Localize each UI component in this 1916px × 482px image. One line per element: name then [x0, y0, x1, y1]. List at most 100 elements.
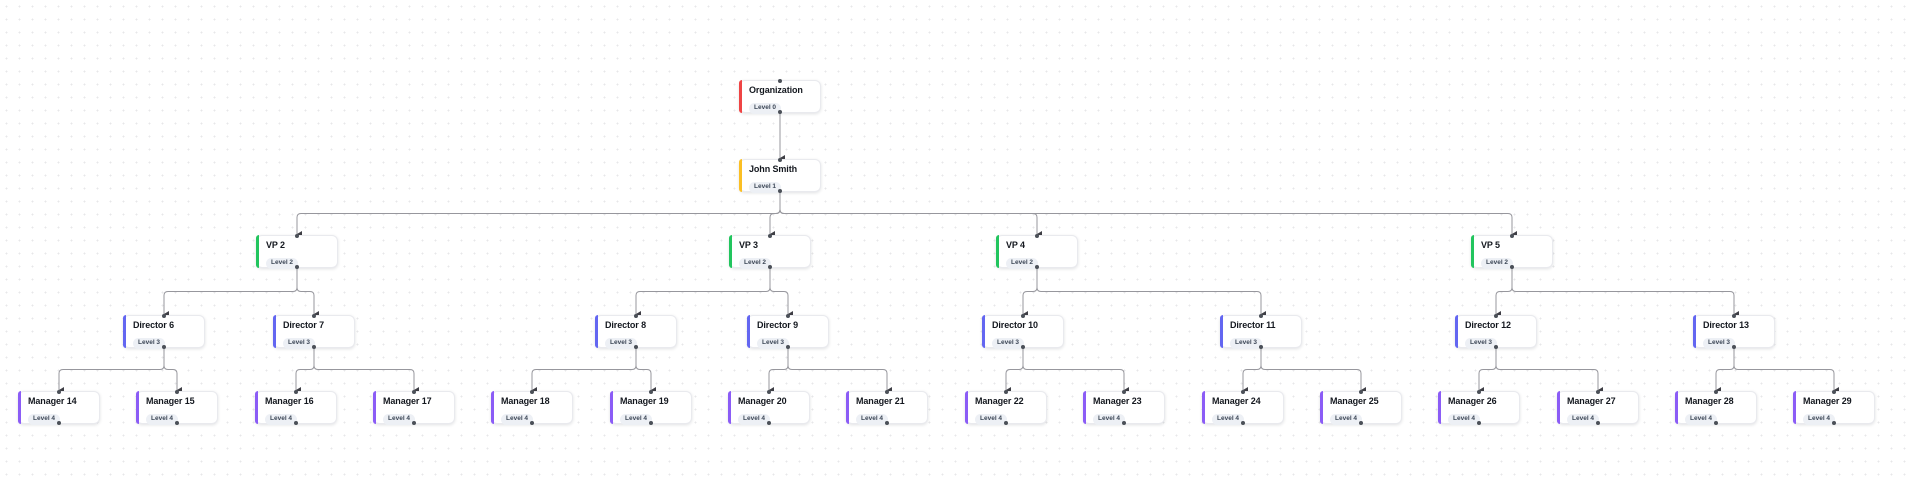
org-chart-node-m18[interactable]: Manager 18 Level 4 — [491, 390, 573, 425]
node-handle-bottom[interactable] — [1004, 421, 1008, 425]
node-handle-top[interactable] — [162, 314, 166, 318]
org-chart-node-m25[interactable]: Manager 25 Level 4 — [1320, 390, 1402, 425]
node-handle-bottom[interactable] — [294, 421, 298, 425]
node-handle-bottom[interactable] — [1596, 421, 1600, 425]
org-chart-node-m24[interactable]: Manager 24 Level 4 — [1202, 390, 1284, 425]
org-chart-node-m22[interactable]: Manager 22 Level 4 — [965, 390, 1047, 425]
node-handle-top[interactable] — [778, 79, 782, 83]
node-handle-top[interactable] — [1732, 314, 1736, 318]
node-handle-bottom[interactable] — [1021, 345, 1025, 349]
node-handle-bottom[interactable] — [57, 421, 61, 425]
node-handle-top[interactable] — [1035, 234, 1039, 238]
node-handle-bottom[interactable] — [778, 189, 782, 193]
node-title: Director 8 — [605, 320, 647, 330]
org-chart-node-m21[interactable]: Manager 21 Level 4 — [846, 390, 928, 425]
node-title: Director 9 — [757, 320, 799, 330]
org-chart-node-m29[interactable]: Manager 29 Level 4 — [1793, 390, 1875, 425]
node-handle-top[interactable] — [1714, 390, 1718, 394]
node-handle-top[interactable] — [1596, 390, 1600, 394]
node-handle-bottom[interactable] — [885, 421, 889, 425]
node-handle-bottom[interactable] — [1494, 345, 1498, 349]
org-chart-node-js[interactable]: John Smith Level 1 — [739, 158, 821, 193]
node-handle-top[interactable] — [1494, 314, 1498, 318]
node-handle-bottom[interactable] — [295, 265, 299, 269]
node-handle-bottom[interactable] — [1241, 421, 1245, 425]
node-handle-top[interactable] — [530, 390, 534, 394]
node-handle-bottom[interactable] — [768, 265, 772, 269]
org-chart-node-d7[interactable]: Director 7 Level 3 — [273, 314, 355, 349]
node-handle-bottom[interactable] — [1714, 421, 1718, 425]
node-handle-bottom[interactable] — [634, 345, 638, 349]
node-handle-top[interactable] — [1259, 314, 1263, 318]
node-handle-top[interactable] — [649, 390, 653, 394]
org-chart-node-m14[interactable]: Manager 14 Level 4 — [18, 390, 100, 425]
org-chart-node-m19[interactable]: Manager 19 Level 4 — [610, 390, 692, 425]
node-handle-top[interactable] — [634, 314, 638, 318]
node-title: VP 2 — [266, 240, 285, 250]
node-handle-top[interactable] — [1359, 390, 1363, 394]
node-handle-bottom[interactable] — [1359, 421, 1363, 425]
node-handle-bottom[interactable] — [1122, 421, 1126, 425]
node-handle-top[interactable] — [786, 314, 790, 318]
node-handle-bottom[interactable] — [530, 421, 534, 425]
org-chart-node-m20[interactable]: Manager 20 Level 4 — [728, 390, 810, 425]
node-handle-top[interactable] — [57, 390, 61, 394]
node-handle-top[interactable] — [1510, 234, 1514, 238]
node-handle-top[interactable] — [175, 390, 179, 394]
node-handle-top[interactable] — [412, 390, 416, 394]
org-chart-node-m15[interactable]: Manager 15 Level 4 — [136, 390, 218, 425]
node-level-badge: Level 2 — [266, 258, 299, 269]
node-handle-bottom[interactable] — [767, 421, 771, 425]
org-chart-node-vp4[interactable]: VP 4 Level 2 — [996, 234, 1078, 269]
node-handle-bottom[interactable] — [412, 421, 416, 425]
node-handle-bottom[interactable] — [1510, 265, 1514, 269]
node-handle-top[interactable] — [294, 390, 298, 394]
org-chart-node-m17[interactable]: Manager 17 Level 4 — [373, 390, 455, 425]
node-handle-bottom[interactable] — [175, 421, 179, 425]
org-chart-node-m26[interactable]: Manager 26 Level 4 — [1438, 390, 1520, 425]
org-chart-node-m28[interactable]: Manager 28 Level 4 — [1675, 390, 1757, 425]
org-chart-node-m16[interactable]: Manager 16 Level 4 — [255, 390, 337, 425]
node-handle-top[interactable] — [295, 234, 299, 238]
node-handle-bottom[interactable] — [1035, 265, 1039, 269]
node-handle-top[interactable] — [1832, 390, 1836, 394]
node-handle-bottom[interactable] — [778, 110, 782, 114]
node-handle-bottom[interactable] — [649, 421, 653, 425]
org-chart-node-d9[interactable]: Director 9 Level 3 — [747, 314, 829, 349]
node-handle-bottom[interactable] — [1732, 345, 1736, 349]
org-chart-node-d12[interactable]: Director 12 Level 3 — [1455, 314, 1537, 349]
node-body: Manager 28 Level 4 — [1676, 392, 1756, 425]
node-handle-bottom[interactable] — [1259, 345, 1263, 349]
node-handle-top[interactable] — [1021, 314, 1025, 318]
node-handle-bottom[interactable] — [312, 345, 316, 349]
node-level-badge: Level 4 — [265, 414, 298, 425]
node-handle-bottom[interactable] — [786, 345, 790, 349]
node-handle-top[interactable] — [767, 390, 771, 394]
org-chart-node-d10[interactable]: Director 10 Level 3 — [982, 314, 1064, 349]
org-chart-node-org[interactable]: Organization Level 0 — [739, 79, 821, 114]
org-chart-node-d6[interactable]: Director 6 Level 3 — [123, 314, 205, 349]
org-chart-node-m23[interactable]: Manager 23 Level 4 — [1083, 390, 1165, 425]
org-chart-node-d13[interactable]: Director 13 Level 3 — [1693, 314, 1775, 349]
node-handle-top[interactable] — [778, 158, 782, 162]
node-handle-top[interactable] — [312, 314, 316, 318]
node-handle-top[interactable] — [1122, 390, 1126, 394]
org-chart-node-d11[interactable]: Director 11 Level 3 — [1220, 314, 1302, 349]
node-handle-top[interactable] — [1241, 390, 1245, 394]
node-handle-top[interactable] — [768, 234, 772, 238]
org-edge-d7-m17 — [313, 348, 419, 393]
org-chart-node-vp2[interactable]: VP 2 Level 2 — [256, 234, 338, 269]
node-accent-bar — [18, 391, 21, 424]
node-handle-top[interactable] — [1004, 390, 1008, 394]
node-handle-top[interactable] — [885, 390, 889, 394]
node-level-badge: Level 4 — [738, 414, 771, 425]
org-chart-node-d8[interactable]: Director 8 Level 3 — [595, 314, 677, 349]
org-chart-node-vp5[interactable]: VP 5 Level 2 — [1471, 234, 1553, 269]
node-handle-bottom[interactable] — [1832, 421, 1836, 425]
org-chart-node-m27[interactable]: Manager 27 Level 4 — [1557, 390, 1639, 425]
node-handle-bottom[interactable] — [162, 345, 166, 349]
node-handle-top[interactable] — [1477, 390, 1481, 394]
node-handle-bottom[interactable] — [1477, 421, 1481, 425]
org-chart-node-vp3[interactable]: VP 3 Level 2 — [729, 234, 811, 269]
